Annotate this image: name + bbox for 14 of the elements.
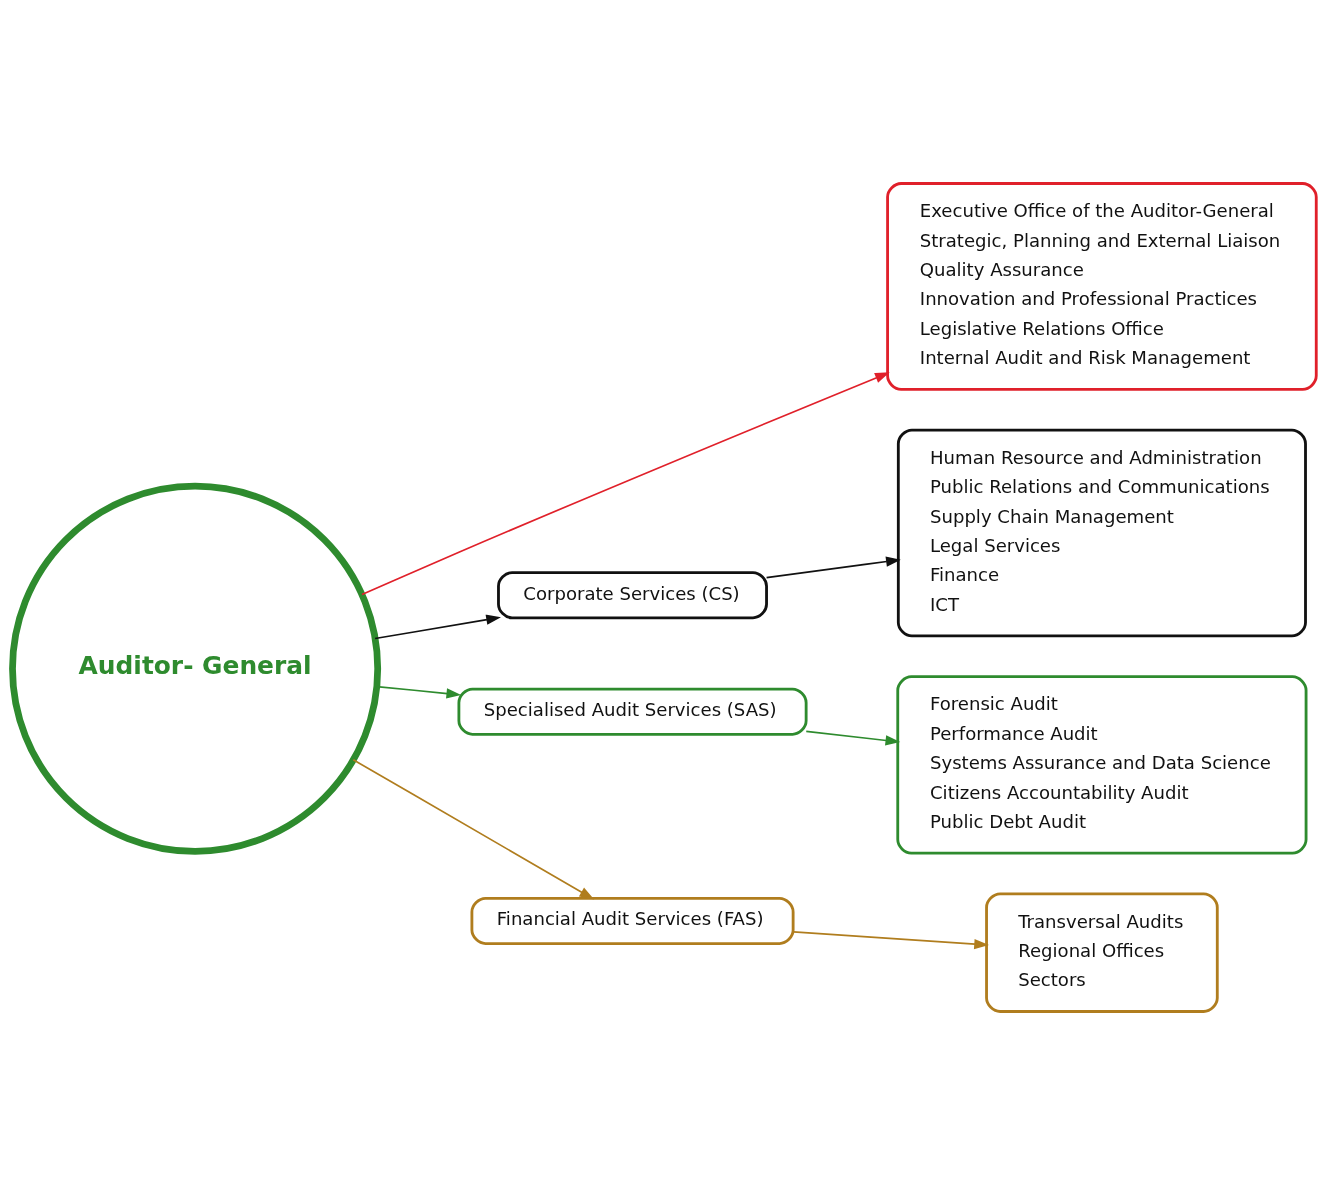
arrow bbox=[805, 730, 901, 746]
node-box: Transversal Audits Regional Offices Sectors bbox=[985, 891, 1219, 1013]
node-box: Forensic Audit Performance Audit Systems Assurance and Data Science Citizens Accountability Audit Public Debt Audit bbox=[896, 674, 1308, 855]
arrow bbox=[352, 758, 595, 899]
node-box: Human Resource and Administration Public Relations and Communications Supply Chain Management Legal Services Finance ICT bbox=[896, 428, 1307, 637]
arrow bbox=[374, 614, 501, 639]
arrow bbox=[361, 371, 890, 595]
node-box: Corporate Services (CS) bbox=[497, 570, 768, 619]
node-circle: Auditor- General bbox=[9, 482, 382, 855]
node-box: Executive Office of the Auditor-General Strategic, Planning and External Liaison Quality Assurance Innovation and Professional Practices Legislative Relations Office Internal Audit and Risk Management bbox=[886, 181, 1318, 391]
arrow bbox=[765, 556, 901, 578]
arrow bbox=[792, 930, 989, 949]
node-box: Financial Audit Services (FAS) bbox=[470, 896, 795, 945]
node-box: Specialised Audit Services (SAS) bbox=[457, 687, 808, 736]
